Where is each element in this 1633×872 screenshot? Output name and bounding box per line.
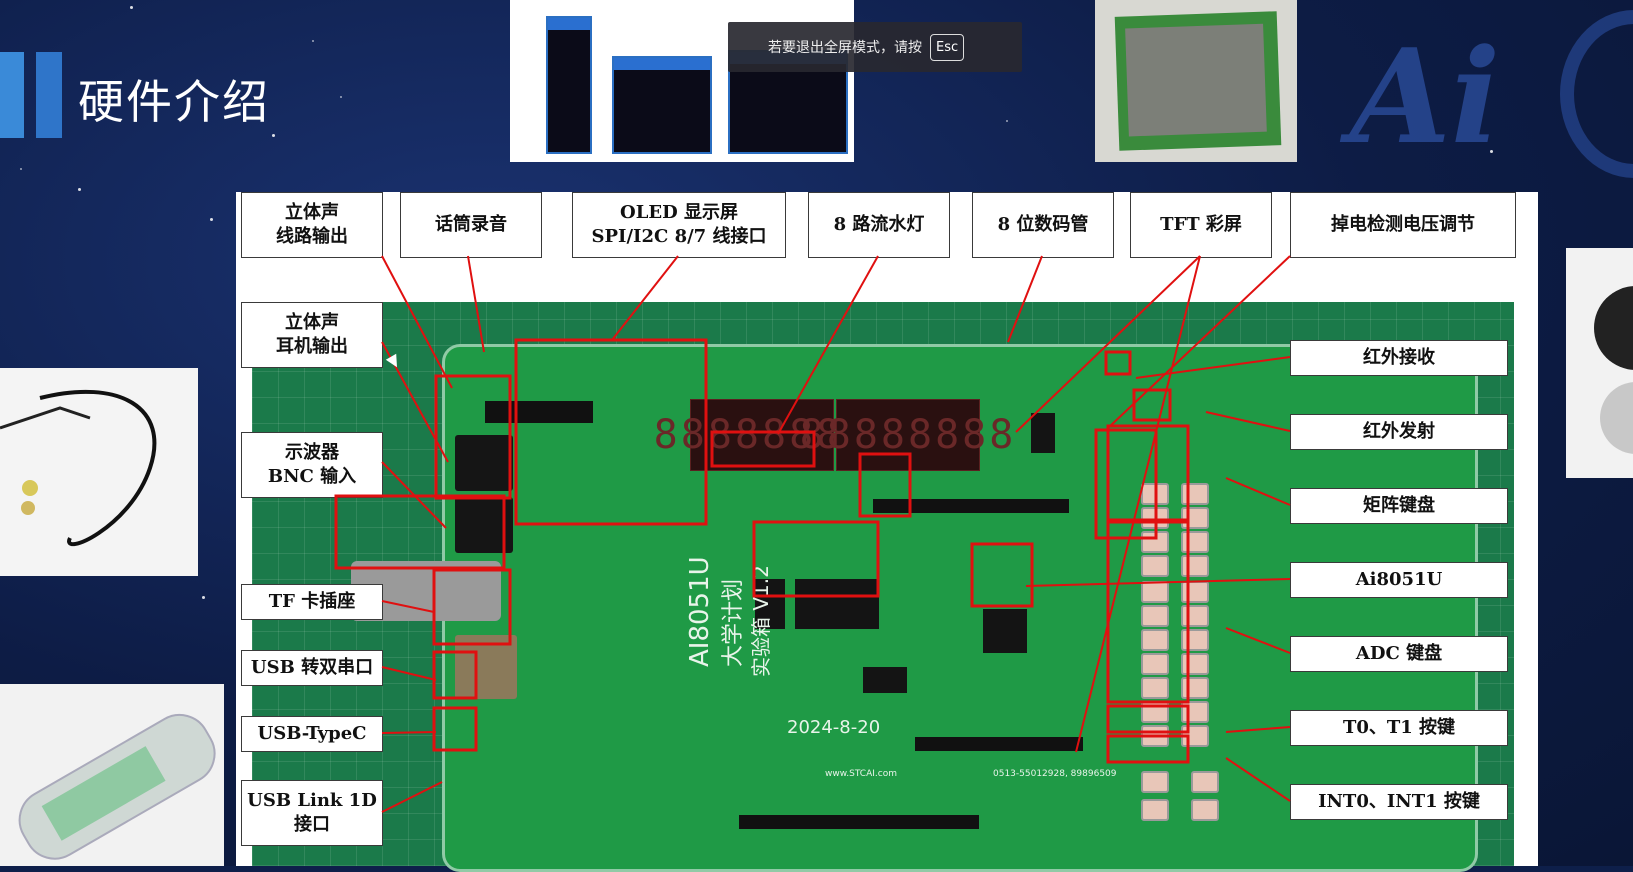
- t1-key: [1191, 771, 1219, 793]
- adc-key: [1141, 629, 1169, 651]
- hardware-diagram-panel: 88888888 88888888: [236, 192, 1538, 872]
- star-decoration: [340, 96, 342, 98]
- oled-header-pins: [485, 401, 593, 423]
- star-decoration: [272, 134, 275, 137]
- title-accent-bar: [36, 52, 62, 138]
- tf-card-slot: [455, 635, 517, 699]
- label-int-keys: INT0、INT1 按键: [1290, 784, 1508, 820]
- tft-screen-photo: [1095, 0, 1297, 162]
- star-decoration: [20, 168, 22, 170]
- pin-header-bottom: [739, 815, 979, 829]
- seg-digits: 88888888: [799, 412, 1017, 458]
- label-power-detect: 掉电检测电压调节: [1290, 192, 1516, 258]
- label-t0-t1-keys: T0、T1 按键: [1290, 710, 1508, 746]
- star-decoration: [130, 6, 133, 9]
- oled-module-small: [612, 56, 712, 154]
- label-stereo-headphone: 立体声 耳机输出: [241, 302, 383, 368]
- oled-module-vertical: [546, 16, 592, 154]
- star-decoration: [202, 596, 205, 599]
- eeprom-ic: [863, 667, 907, 693]
- label-mcu: Ai8051U: [1290, 562, 1508, 598]
- label-usb-dual-serial: USB 转双串口: [241, 650, 383, 686]
- brand-logo-ring: [1560, 10, 1633, 178]
- slide-title: 硬件介绍: [78, 75, 270, 129]
- int0-key: [1141, 799, 1169, 821]
- label-led8: 8 路流水灯: [808, 192, 950, 258]
- star-decoration: [1006, 120, 1008, 122]
- board-phone-silk: 0513-55012928, 89896509: [993, 769, 1117, 779]
- board-website-silk: www.STCAI.com: [825, 769, 897, 779]
- t0-key: [1141, 771, 1169, 793]
- int1-key: [1191, 799, 1219, 821]
- label-tft: TFT 彩屏: [1130, 192, 1272, 258]
- label-usb-link: USB Link 1D 接口: [241, 780, 383, 846]
- brand-logo: Ai: [1350, 20, 1501, 173]
- power-ic: [1031, 413, 1055, 453]
- matrix-key: [1141, 555, 1169, 577]
- label-ir-transmit: 红外发射: [1290, 414, 1508, 450]
- board-date-silk: 2024-8-20: [787, 717, 881, 738]
- oled-modules-photo: [510, 0, 854, 162]
- label-ir-receive: 红外接收: [1290, 340, 1508, 376]
- label-oscilloscope-bnc: 示波器 BNC 输入: [241, 432, 383, 498]
- latch-ic: [755, 579, 785, 629]
- pin-header-top: [873, 499, 1069, 513]
- label-adc-keypad: ADC 键盘: [1290, 636, 1508, 672]
- adc-key: [1141, 605, 1169, 627]
- expansion-ic: [795, 579, 879, 629]
- label-tf-card: TF 卡插座: [241, 584, 383, 620]
- mcu-chip: [983, 609, 1027, 653]
- star-decoration: [312, 40, 314, 42]
- adc-key: [1141, 677, 1169, 699]
- pin-header-mid: [915, 737, 1083, 751]
- coin-cell-photo: [1566, 248, 1633, 478]
- esc-key-hint: Esc: [930, 33, 965, 61]
- audio-jack-1: [455, 435, 513, 491]
- fullscreen-exit-notice: 若要退出全屏模式，请按 Esc: [728, 22, 1022, 72]
- oscilloscope-probe-photo: [0, 368, 198, 576]
- title-accent-bar: [0, 52, 24, 138]
- label-stereo-line-out: 立体声 线路输出: [241, 192, 383, 258]
- label-oled: OLED 显示屏 SPI/I2C 8/7 线接口: [572, 192, 786, 258]
- seven-segment-display-right: 88888888: [800, 399, 1013, 471]
- label-usb-typec: USB-TypeC: [241, 716, 383, 752]
- star-decoration: [1490, 150, 1493, 153]
- usb-link-photo: [0, 684, 224, 866]
- label-matrix-keypad: 矩阵键盘: [1290, 488, 1508, 524]
- seg-digits: 88888888: [653, 412, 871, 458]
- star-decoration: [78, 188, 81, 191]
- label-seg8: 8 位数码管: [972, 192, 1114, 258]
- label-mic-record: 话筒录音: [400, 192, 542, 258]
- star-decoration: [210, 218, 213, 221]
- callout-lines: [334, 255, 1291, 813]
- seven-segment-display-left: 88888888: [654, 399, 867, 471]
- adc-key: [1141, 653, 1169, 675]
- fullscreen-exit-text: 若要退出全屏模式，请按: [768, 40, 922, 56]
